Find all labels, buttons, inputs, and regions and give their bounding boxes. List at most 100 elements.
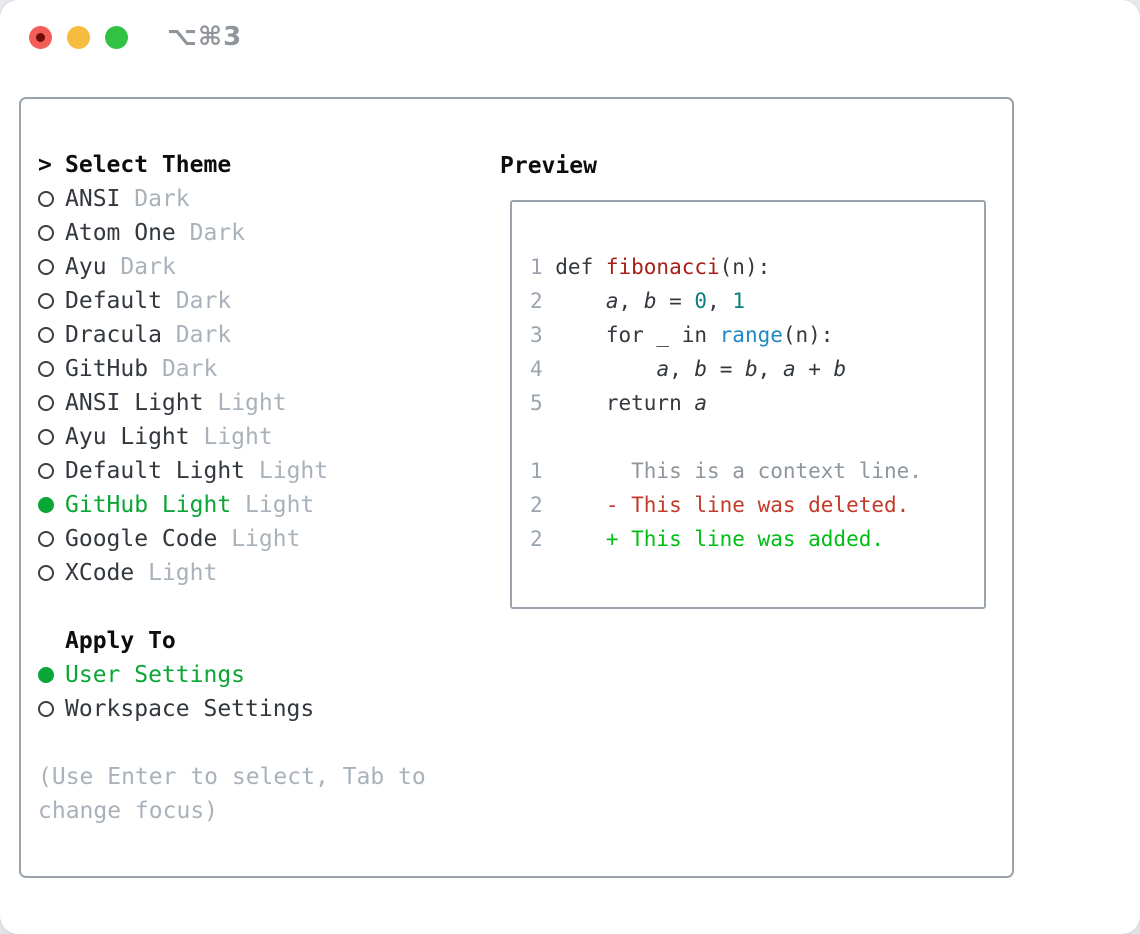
token-plain: , [707,289,733,313]
token-variable: b [643,289,657,313]
theme-option-ansi-light[interactable]: ANSI Light Light [38,386,328,420]
theme-option-google-code[interactable]: Google Code Light [38,522,328,556]
line-number: 1 [530,459,543,483]
token-variable: a [656,357,670,381]
apply-option-workspace-settings[interactable]: Workspace Settings [38,692,314,726]
radio-circle [38,191,54,207]
radio-icon [38,701,65,717]
token-number: 0 [694,289,708,313]
theme-label: Ayu Light Light [65,424,273,450]
theme-option-github[interactable]: GitHub Dark [38,352,328,386]
theme-name: GitHub Light [65,492,232,518]
diff-text: This is a context line. [555,459,922,483]
line-number: 4 [530,357,543,381]
radio-circle [38,701,54,717]
apply-option-label: User Settings [65,662,246,688]
theme-name: Default [65,288,162,314]
radio-circle [38,565,54,581]
theme-label: Default Dark [65,288,231,314]
hint-text: (Use Enter to select, Tab to change focu… [38,764,426,824]
code-text: a, b = 0, 1 [555,289,745,313]
theme-option-default[interactable]: Default Dark [38,284,328,318]
radio-circle [38,497,54,513]
preview-box: 1 def fibonacci(n): 2 a, b = 0, 1 3 for _ i… [510,200,986,609]
theme-name: Atom One [65,220,176,246]
line-number: 3 [530,323,543,347]
line-number: 2 [530,527,543,551]
minimize-button[interactable] [67,26,90,49]
theme-option-xcode[interactable]: XCode Light [38,556,328,590]
line-number: 2 [530,493,543,517]
code-line: 4 a, b = b, a + b [530,352,984,386]
theme-label: Default Light Light [65,458,328,484]
zoom-button[interactable] [105,26,128,49]
theme-variant: Dark [120,254,176,280]
preview-header: Preview [500,153,597,179]
theme-label: Atom One Dark [65,220,245,246]
theme-variant: Dark [175,322,232,348]
line-number: 2 [530,289,543,313]
theme-variant: Light [258,458,329,484]
token-plain [555,357,656,381]
apply-option-user-settings[interactable]: User Settings [38,658,314,692]
token-plain: = [707,357,745,381]
code-line: 1 def fibonacci(n): [530,250,984,284]
token-plain: , [618,289,644,313]
line-number: 1 [530,255,543,279]
diff-text: - This line was deleted. [555,493,910,517]
theme-name: XCode [65,560,135,586]
apply-to-header-row: Apply To [38,624,314,658]
token-variable: a [605,289,619,313]
code-text: for _ in range(n): [555,323,834,347]
close-button[interactable] [29,26,52,49]
theme-variant: Light [245,492,315,518]
theme-label: ANSI Light Light [65,390,287,416]
theme-name: Ayu [65,254,107,280]
apply-option-label: Workspace Settings [65,696,315,722]
theme-label: Dracula Dark [65,322,231,348]
theme-option-ayu[interactable]: Ayu Dark [38,250,328,284]
token-function: fibonacci [605,255,720,279]
diff-line-deleted: 2 - This line was deleted. [530,488,984,522]
token-plain: , [757,357,783,381]
token-variable: a [782,357,796,381]
theme-label: GitHub Light Light [65,492,314,518]
select-theme-header: Select Theme [65,152,232,178]
code-line: 3 for _ in range(n): [530,318,984,352]
theme-name: GitHub [65,356,149,382]
diff-line-added: 2 + This line was added. [530,522,984,556]
theme-label: GitHub Dark [65,356,217,382]
theme-option-ansi[interactable]: ANSI Dark [38,182,328,216]
theme-option-dracula[interactable]: Dracula Dark [38,318,328,352]
theme-name: Google Code [65,526,218,552]
code-text: a, b = b, a + b [555,357,846,381]
radio-icon [38,361,65,377]
select-theme-header-row: > Select Theme [38,148,328,182]
theme-option-github-light[interactable]: GitHub Light Light [38,488,328,522]
radio-icon [38,327,65,343]
theme-variant: Light [231,526,301,552]
radio-icon [38,225,65,241]
theme-option-default-light[interactable]: Default Light Light [38,454,328,488]
diff-text: + This line was added. [555,527,885,551]
token-plain [555,289,606,313]
token-plain: = [656,289,695,313]
theme-option-atom-one[interactable]: Atom One Dark [38,216,328,250]
theme-label: XCode Light [65,560,217,586]
code-line [530,420,984,454]
theme-name: ANSI [65,186,121,212]
theme-name: Ayu Light [65,424,190,450]
radio-icon [38,429,65,445]
theme-option-ayu-light[interactable]: Ayu Light Light [38,420,328,454]
theme-label: Google Code Light [65,526,300,552]
diff-block: 1 This is a context line. 2 - This line w… [530,454,984,556]
code-text: def fibonacci(n): [555,255,770,279]
radio-icon [38,293,65,309]
radio-circle [38,361,54,377]
token-variable: b [694,357,708,381]
token-plain: + [795,357,834,381]
radio-circle [38,429,54,445]
token-plain: , [669,357,695,381]
